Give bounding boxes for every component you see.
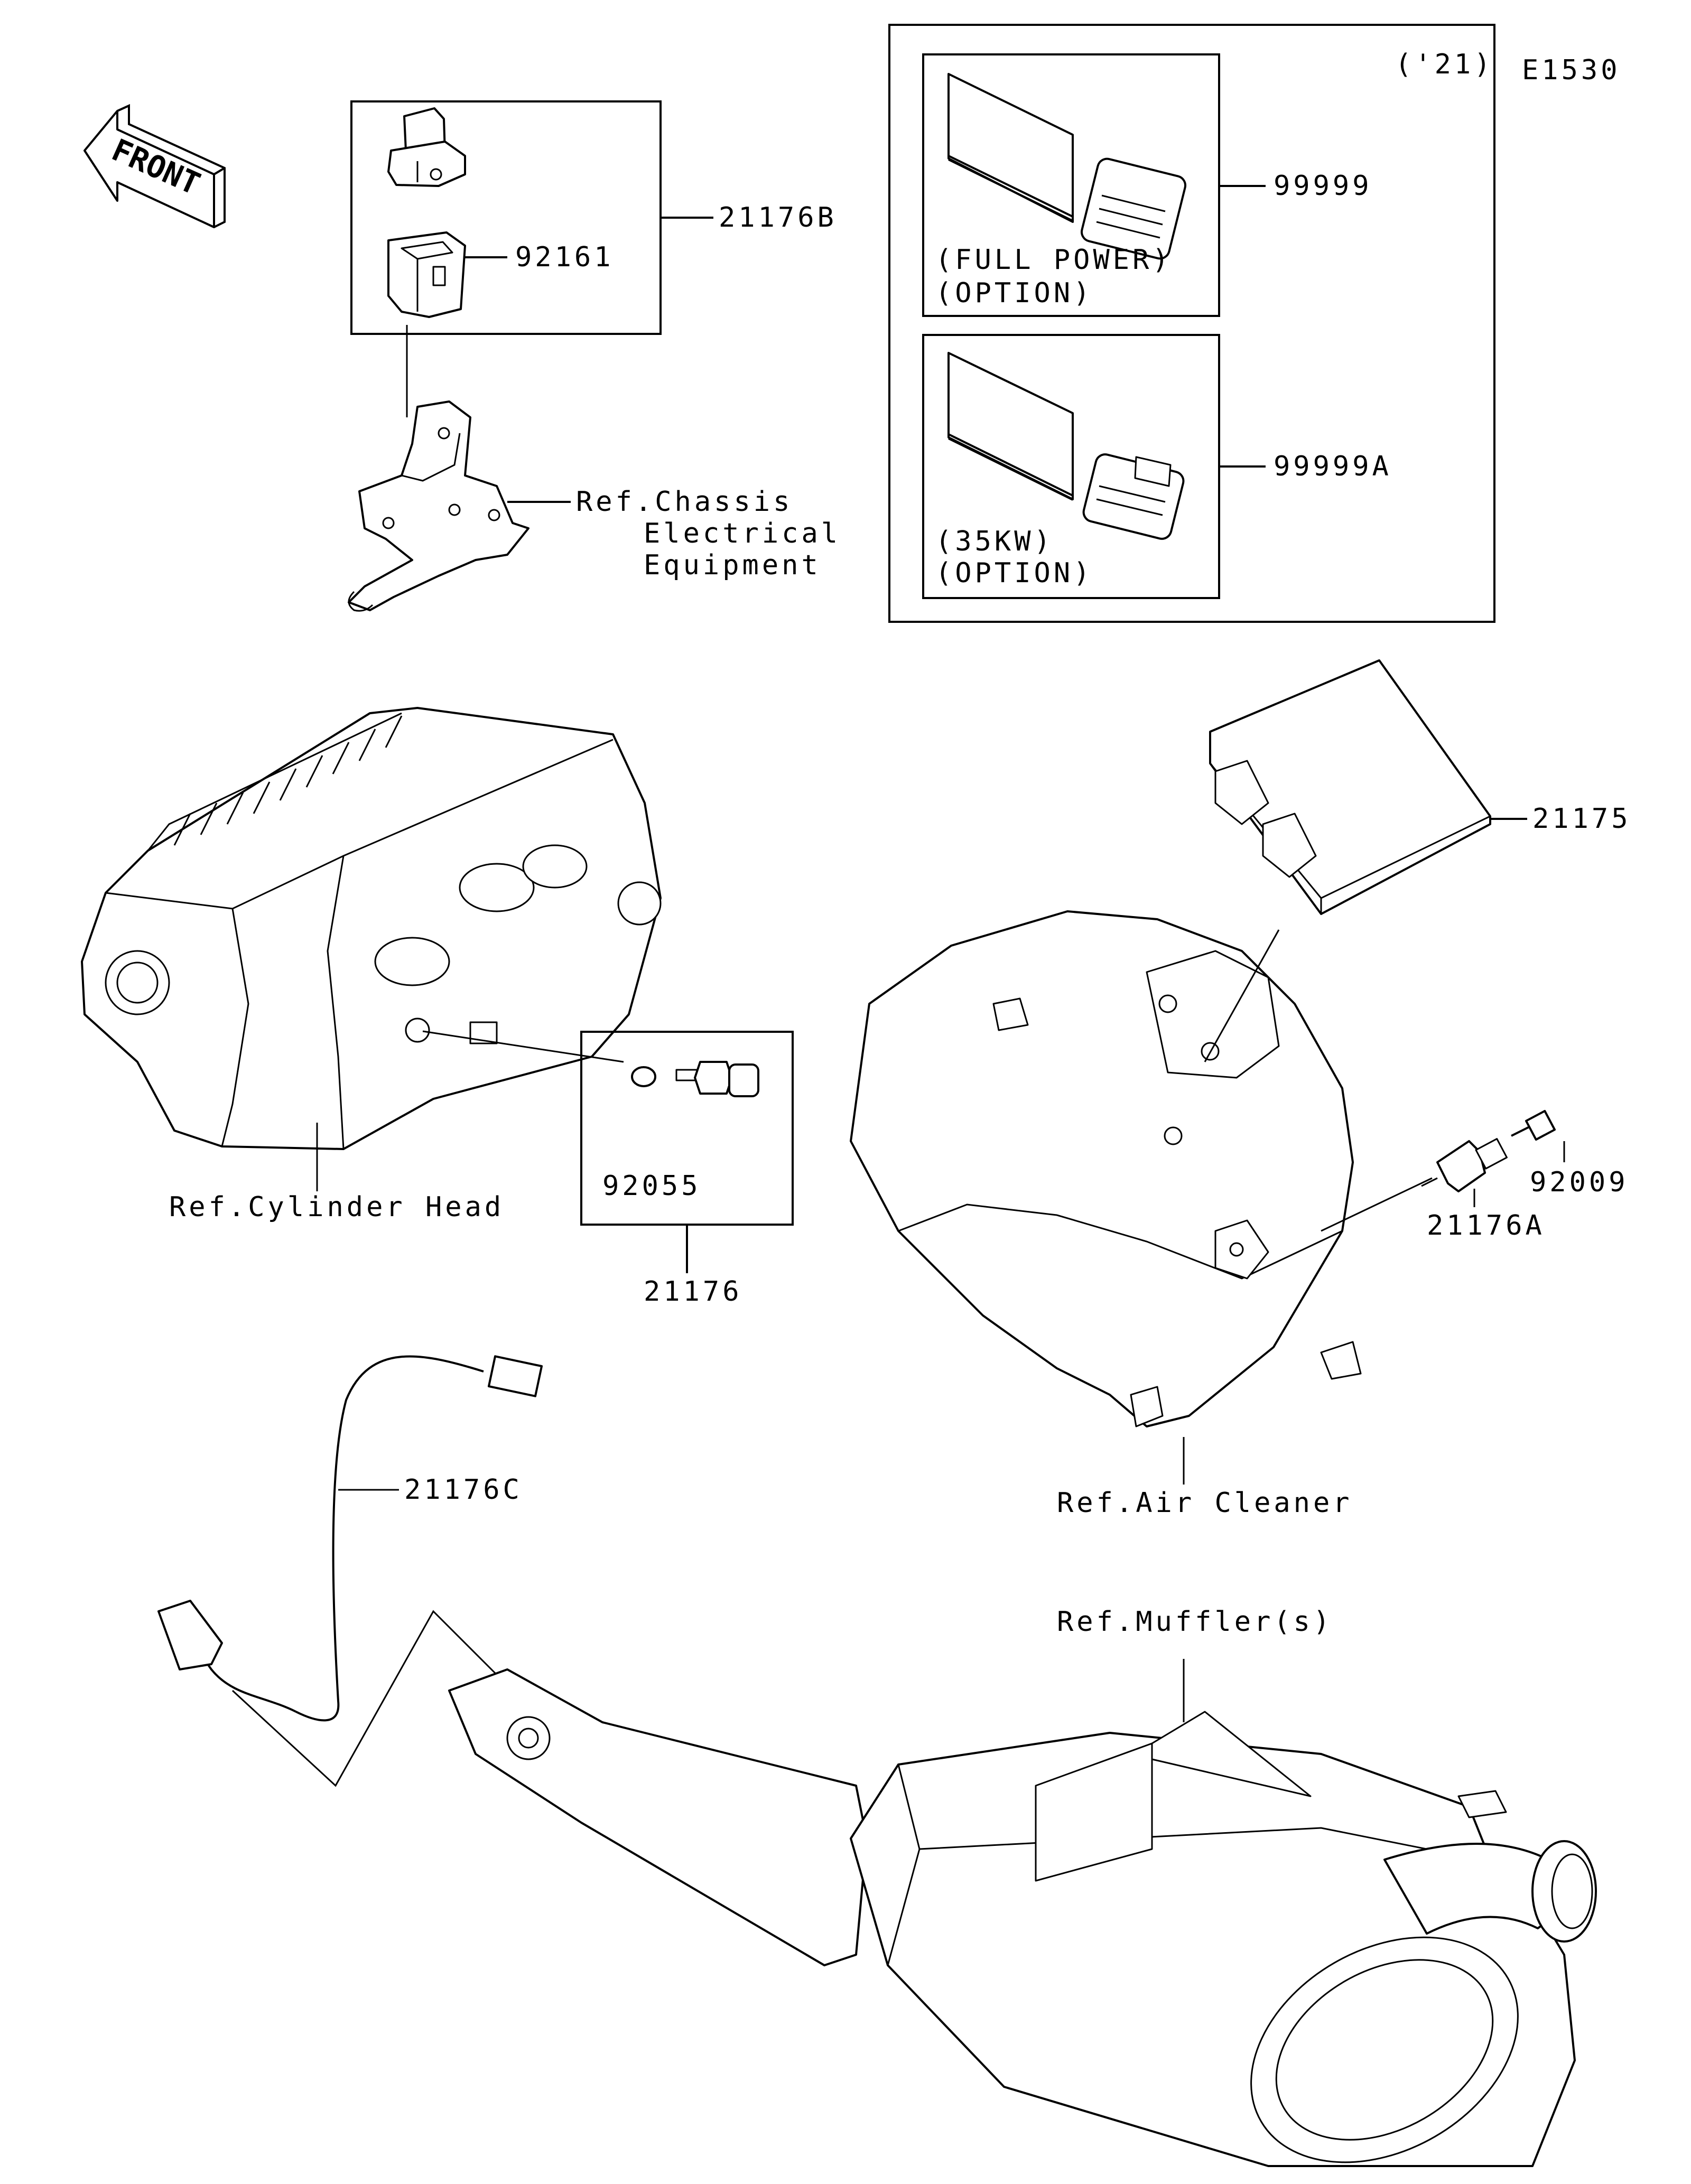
cylinder-head <box>81 707 662 1150</box>
front-arrow-icon: FRONT <box>83 104 226 228</box>
label-sheet-1 <box>947 73 1187 260</box>
air-cleaner <box>850 910 1362 1427</box>
option-2-line2: (OPTION) <box>935 557 1093 589</box>
ecu-21175 <box>1209 659 1491 915</box>
part-21176B: 21176B <box>719 202 837 234</box>
ref-mufflers: Ref.Muffler(s) <box>1057 1606 1333 1638</box>
ref-cylinder-head: Ref.Cylinder Head <box>169 1191 505 1223</box>
part-21176: 21176 <box>644 1276 742 1308</box>
diagram-id: E1530 <box>1522 54 1621 86</box>
part-92055: 92055 <box>602 1170 701 1202</box>
part-21175: 21175 <box>1532 803 1631 835</box>
ref-air-cleaner: Ref.Air Cleaner <box>1057 1487 1353 1519</box>
option-1-line2: (OPTION) <box>935 277 1093 309</box>
ref-chassis-3: Equipment <box>644 549 821 581</box>
option-outer-box <box>888 24 1495 623</box>
ref-chassis-1: Ref.Chassis <box>576 486 793 518</box>
label-sheet-2 <box>947 352 1185 540</box>
part-99999A: 99999A <box>1274 451 1392 482</box>
part-21176C: 21176C <box>404 1474 523 1506</box>
sensor-21176A <box>1421 1138 1508 1192</box>
year-note: ('21) <box>1395 49 1494 80</box>
relay-bracket <box>348 400 529 612</box>
part-92161: 92161 <box>515 241 614 273</box>
part-21176A: 21176A <box>1427 1210 1545 1242</box>
harness-21176C <box>157 1355 543 1722</box>
part-99999: 99999 <box>1274 170 1372 202</box>
option-2-line1: (35KW) <box>935 526 1054 557</box>
option-1-line1: (FULL POWER) <box>935 244 1172 276</box>
connector-92161 <box>387 231 466 318</box>
part-92009: 92009 <box>1530 1166 1629 1198</box>
sensor-21176 <box>675 1061 759 1097</box>
bolt-92009 <box>1511 1109 1556 1141</box>
ref-chassis-2: Electrical <box>644 518 841 549</box>
relay-21176B <box>387 107 466 187</box>
gasket-92055 <box>631 1066 656 1087</box>
muffler <box>448 1668 1597 2167</box>
